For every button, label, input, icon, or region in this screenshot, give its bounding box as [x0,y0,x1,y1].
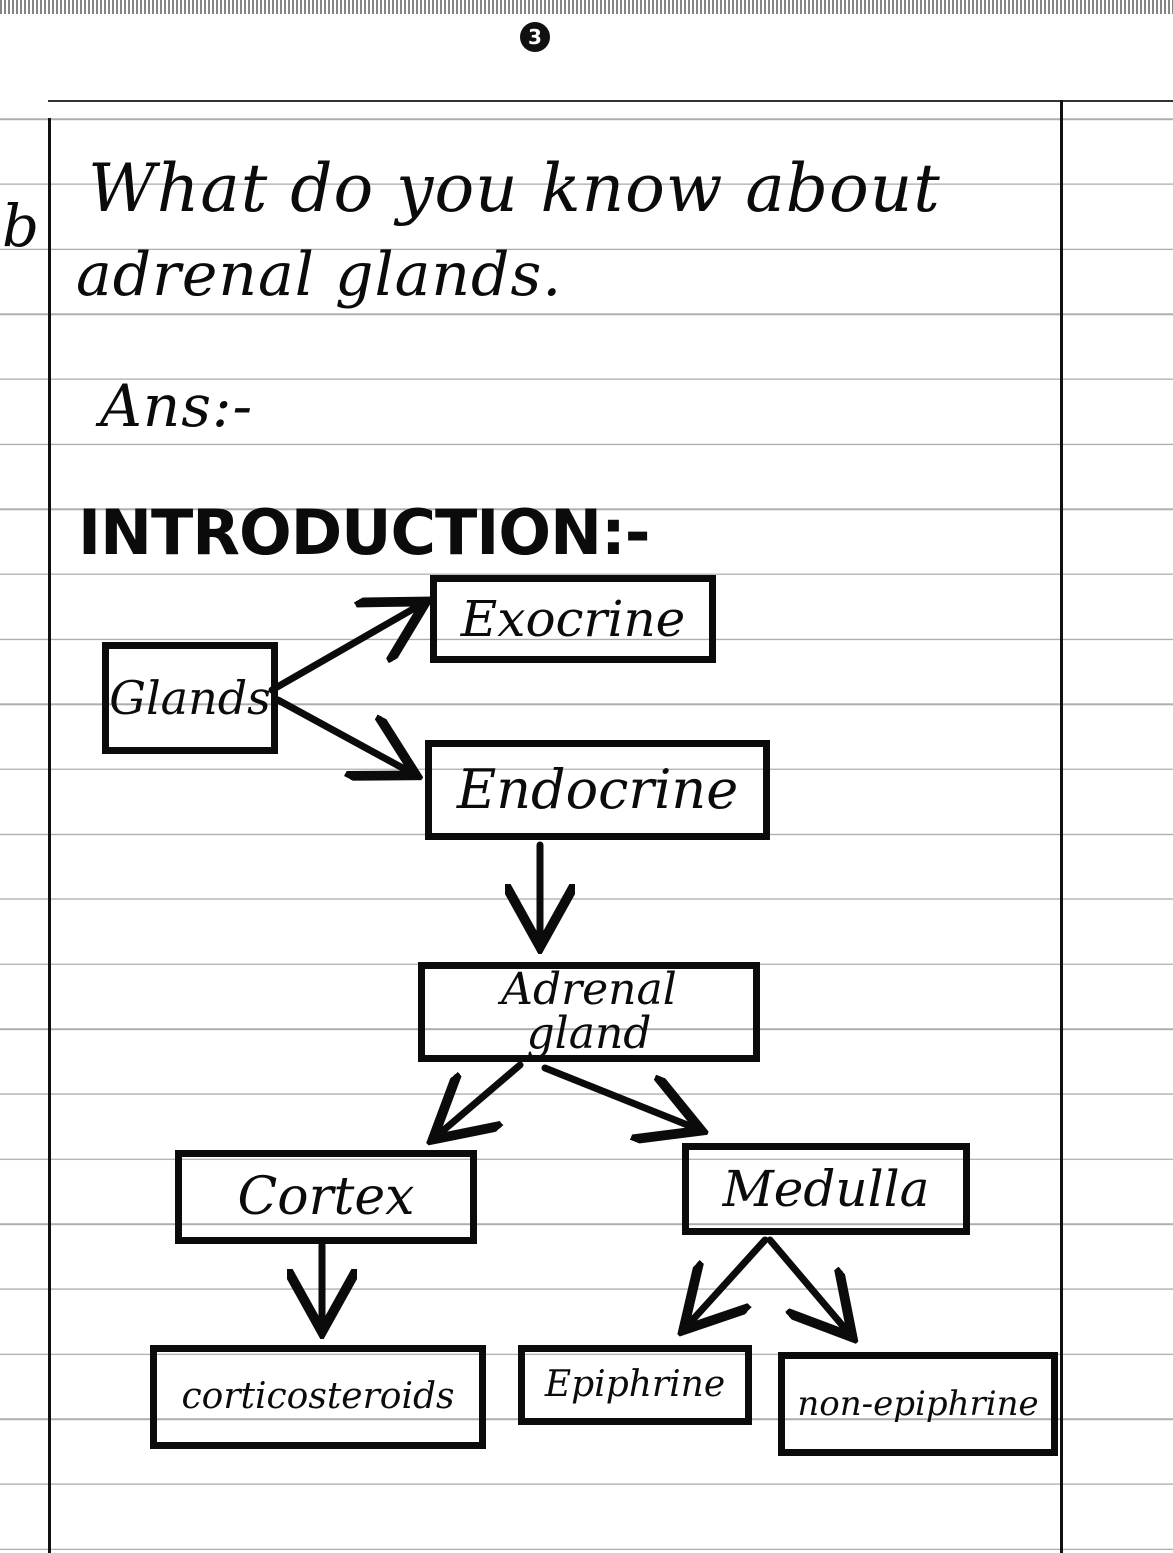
question-number: b [2,192,41,260]
node-corticosteroids: corticosteroids [150,1345,486,1449]
section-heading: INTRODUCTION:- [78,496,650,569]
node-norepinephrine: non-epiphrine [778,1352,1058,1456]
node-cortex: Cortex [175,1150,477,1244]
question-line-2: adrenal glands. [76,240,563,310]
node-glands: Glands [102,642,278,754]
node-adrenal-gland: Adrenal gland [418,962,760,1062]
node-epinephrine: Epiphrine [518,1345,752,1425]
node-medulla: Medulla [682,1143,970,1235]
left-margin-line [48,118,51,1553]
question-line-1: What do you know about [88,150,941,227]
page-number: 3 [520,22,550,52]
node-exocrine: Exocrine [430,575,716,663]
right-margin-line [1060,100,1063,1553]
answer-label: Ans:- [100,372,254,440]
node-endocrine: Endocrine [425,740,770,840]
top-rule-line [48,100,1173,102]
